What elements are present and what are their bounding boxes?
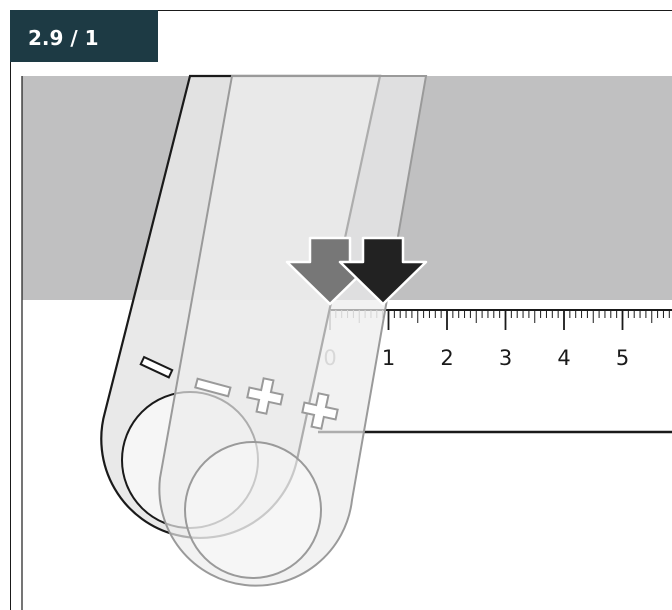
arrow-down-icon	[285, 236, 375, 306]
strap-front-hole	[184, 441, 322, 579]
strap-front	[158, 75, 428, 587]
plus-sign-icon	[301, 392, 339, 430]
minus-sign-icon	[194, 377, 232, 398]
ruler-label: 5	[616, 346, 629, 370]
ruler-label: 1	[382, 346, 395, 370]
arrow-down-icon	[338, 236, 428, 306]
ruler-labels: 012345	[323, 346, 629, 370]
ruler-label: 2	[440, 346, 453, 370]
figure-border	[10, 10, 672, 610]
ruler-label: 3	[499, 346, 512, 370]
minus-sign-icon	[139, 355, 174, 379]
step-badge	[10, 10, 158, 62]
plus-sign-icon	[246, 377, 284, 415]
step-label: 2.9 / 1	[28, 26, 99, 50]
ruler-label: 4	[557, 346, 570, 370]
